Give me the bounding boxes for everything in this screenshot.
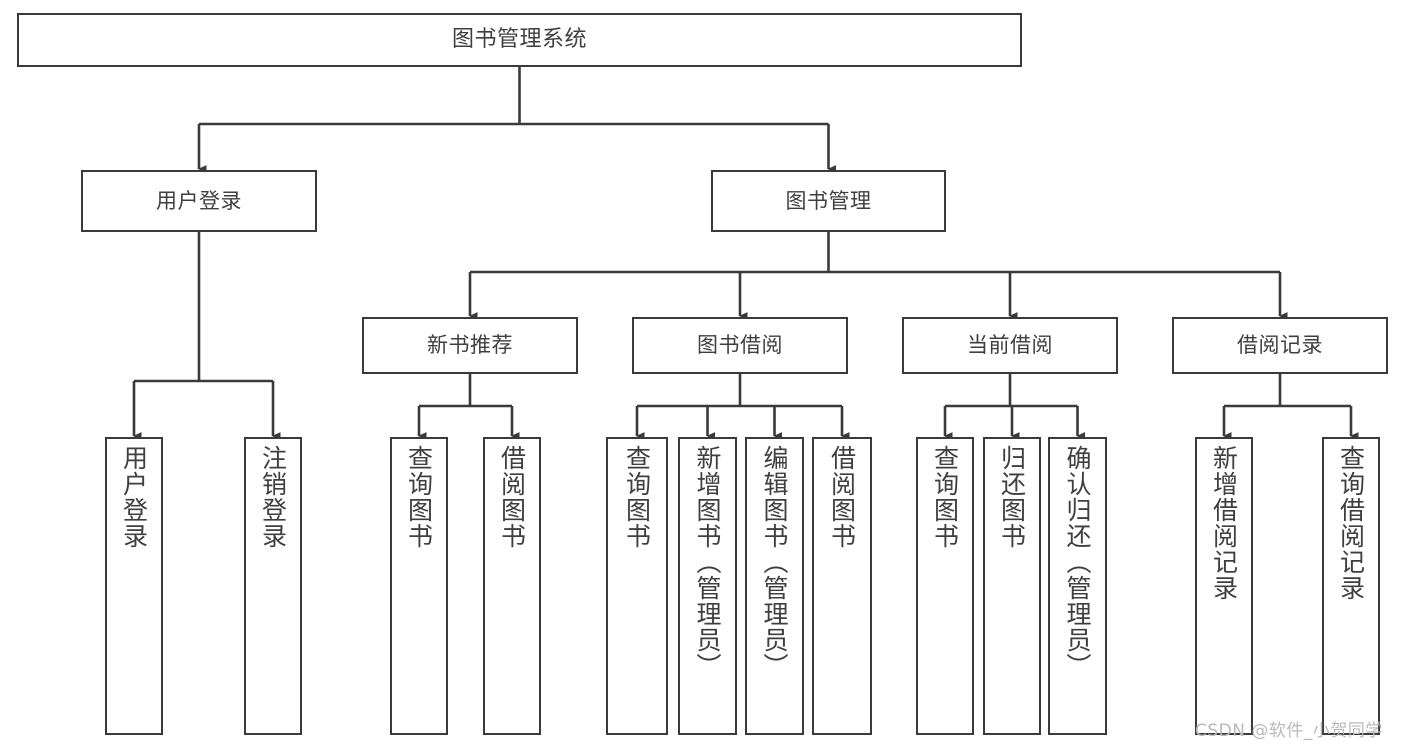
- node-user-login[interactable]: 用户登录: [81, 170, 317, 232]
- node-leaf-query-book-rec-label: 查询图书: [404, 445, 434, 549]
- node-leaf-query-record-label: 查询借阅记录: [1336, 445, 1366, 601]
- node-borrow-record[interactable]: 借阅记录: [1172, 317, 1388, 374]
- node-root[interactable]: 图书管理系统: [17, 13, 1022, 67]
- node-new-book-rec[interactable]: 新书推荐: [362, 317, 578, 374]
- node-leaf-borrow-book-bor-label: 借阅图书: [827, 445, 857, 549]
- node-book-borrow-label: 图书借阅: [697, 333, 783, 358]
- node-leaf-borrow-book-rec-label: 借阅图书: [497, 445, 527, 549]
- node-leaf-user-logout-label: 注销登录: [258, 445, 288, 549]
- node-leaf-query-book-bor[interactable]: 查询图书: [606, 437, 668, 735]
- node-leaf-confirm-return[interactable]: 确认归还（管理员）: [1048, 437, 1107, 735]
- node-leaf-add-record[interactable]: 新增借阅记录: [1195, 437, 1253, 735]
- node-root-label: 图书管理系统: [451, 27, 587, 53]
- node-leaf-return-book[interactable]: 归还图书: [983, 437, 1041, 735]
- node-leaf-edit-book-label: 编辑图书（管理员）: [760, 445, 789, 679]
- node-book-borrow[interactable]: 图书借阅: [632, 317, 848, 374]
- node-leaf-add-book[interactable]: 新增图书（管理员）: [678, 437, 737, 735]
- node-leaf-query-book-cur-label: 查询图书: [930, 445, 960, 549]
- node-borrow-record-label: 借阅记录: [1237, 333, 1323, 358]
- node-leaf-query-book-bor-label: 查询图书: [622, 445, 652, 549]
- node-current-borrow[interactable]: 当前借阅: [902, 317, 1118, 374]
- node-leaf-edit-book[interactable]: 编辑图书（管理员）: [745, 437, 804, 735]
- node-leaf-return-book-label: 归还图书: [997, 445, 1027, 549]
- node-leaf-borrow-book-bor[interactable]: 借阅图书: [812, 437, 872, 735]
- node-leaf-query-book-rec[interactable]: 查询图书: [390, 437, 448, 735]
- node-leaf-query-book-cur[interactable]: 查询图书: [916, 437, 974, 735]
- node-leaf-user-login-label: 用户登录: [119, 445, 149, 549]
- node-new-book-rec-label: 新书推荐: [427, 333, 513, 358]
- node-book-manage[interactable]: 图书管理: [711, 170, 946, 232]
- node-current-borrow-label: 当前借阅: [967, 333, 1053, 358]
- node-leaf-add-record-label: 新增借阅记录: [1209, 445, 1239, 601]
- node-leaf-borrow-book-rec[interactable]: 借阅图书: [483, 437, 541, 735]
- node-leaf-user-login[interactable]: 用户登录: [105, 437, 163, 735]
- node-leaf-query-record[interactable]: 查询借阅记录: [1322, 437, 1380, 735]
- node-user-login-label: 用户登录: [156, 188, 242, 213]
- node-leaf-user-logout[interactable]: 注销登录: [244, 437, 302, 735]
- node-leaf-confirm-return-label: 确认归还（管理员）: [1063, 445, 1092, 679]
- node-book-manage-label: 图书管理: [785, 188, 872, 213]
- csdn-watermark: CSDN @软件_小贺同学: [1195, 721, 1383, 741]
- node-leaf-add-book-label: 新增图书（管理员）: [693, 445, 722, 679]
